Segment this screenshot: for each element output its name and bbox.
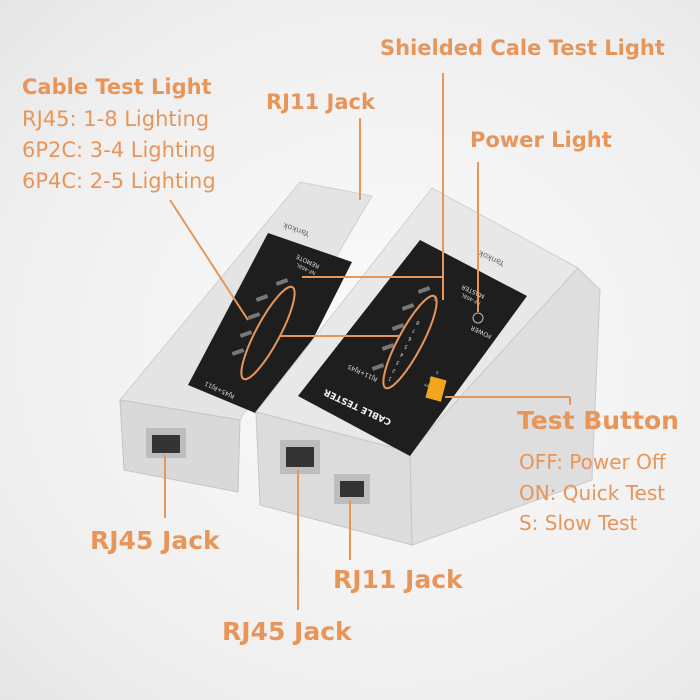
remote-unit: Yankok REMOTE NF-468L RJ45+RJ11	[119, 181, 373, 493]
led-label: 6	[407, 335, 412, 342]
switch-label-off: OFF	[423, 382, 433, 390]
led-label: 2	[391, 367, 396, 374]
remote-led-column	[146, 428, 186, 458]
master-unit: Yankok MASTER NF-468L POWER RJ11+RJ45 CA…	[255, 187, 601, 546]
rj11-jack-top-label: RJ11 Jack	[266, 90, 375, 114]
power-light-label: Power Light	[470, 128, 612, 152]
remote-led-highlight	[240, 285, 296, 381]
test-button-line: ON: Quick Test	[519, 481, 666, 505]
power-led	[472, 312, 484, 324]
led-label: 7	[411, 327, 416, 334]
rj45-jack-bottom-label: RJ45 Jack	[222, 617, 352, 646]
rj45-jack-left-label: RJ45 Jack	[90, 526, 220, 555]
test-button-title: Test Button	[517, 406, 679, 435]
rj11-jack-bottom-label: RJ11 Jack	[333, 565, 463, 594]
test-switch[interactable]	[425, 376, 447, 402]
led-label: 5	[403, 343, 408, 350]
led-label: 3	[395, 359, 400, 366]
cable-test-light-title: Cable Test Light	[22, 75, 212, 99]
cable-test-line: 6P4C: 2-5 Lighting	[22, 169, 216, 193]
led-label: 1	[387, 375, 392, 382]
cable-test-line: 6P2C: 3-4 Lighting	[22, 138, 216, 162]
test-button-line: OFF: Power Off	[519, 450, 666, 474]
cable-test-line: RJ45: 1-8 Lighting	[22, 107, 210, 131]
switch-label-s: S	[435, 370, 440, 376]
master-panel	[298, 240, 527, 456]
led-label: 4	[399, 351, 404, 358]
led-label: 8	[415, 319, 420, 326]
test-button-line: S: Slow Test	[519, 511, 638, 535]
callout-lines	[164, 73, 571, 610]
remote-panel	[188, 233, 352, 420]
shielded-light-label: Shielded Cale Test Light	[380, 36, 665, 60]
